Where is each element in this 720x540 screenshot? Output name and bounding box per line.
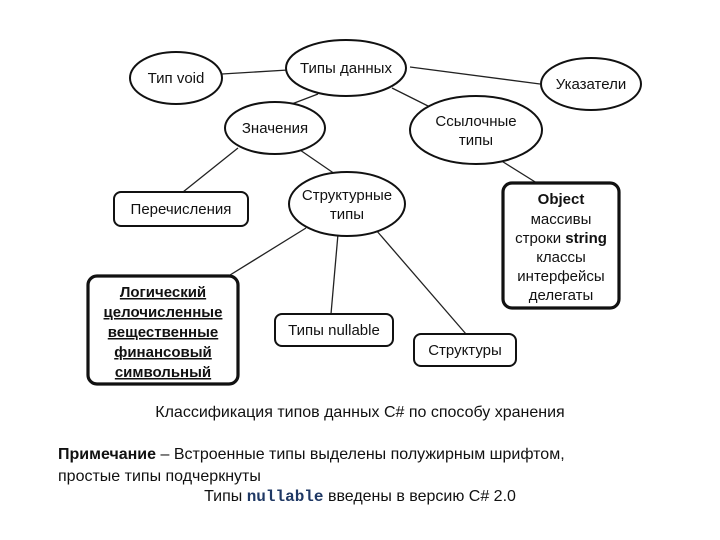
node-reference-box: Object массивы строки string классы инте… <box>501 181 621 310</box>
version-keyword: nullable <box>246 488 324 506</box>
note-block: Примечание – Встроенные типы выделены по… <box>58 444 698 488</box>
version-note: Типы nullable введены в версию C# 2.0 <box>0 488 720 506</box>
node-values: Значения <box>224 101 326 155</box>
simple-box-logical: Логический <box>120 284 206 301</box>
version-prefix: Типы <box>204 488 247 505</box>
reference-box-classes: классы <box>536 249 586 266</box>
node-reference-types-label-1: Ссылочные <box>435 113 516 130</box>
node-struct-types-label-2: типы <box>330 206 364 223</box>
node-void-type: Тип void <box>129 51 223 105</box>
node-values-label: Значения <box>242 120 308 137</box>
node-nullable-types-shape <box>274 313 394 347</box>
edge-data-types-pointers <box>409 66 541 85</box>
reference-box-strings: строки string <box>515 230 607 247</box>
note-text-line1: – Встроенные типы выделены полужирным шр… <box>156 446 565 463</box>
edge-struct-simple <box>221 227 307 281</box>
node-structures-shape <box>413 333 517 367</box>
node-struct-types-label-1: Структурные <box>302 187 392 204</box>
edge-data-types-void <box>221 69 289 75</box>
simple-box-integer: целочисленные <box>104 304 223 321</box>
node-reference-types: Ссылочные типы <box>409 95 543 165</box>
node-values-shape <box>224 101 326 155</box>
node-data-types: Типы данных <box>285 39 407 97</box>
note-label: Примечание <box>58 446 157 463</box>
version-suffix: введены в версию C# 2.0 <box>323 488 516 505</box>
node-reference-types-label-2: типы <box>459 132 493 149</box>
node-nullable-types-label: Типы nullable <box>288 322 380 339</box>
note-line-2: простые типы подчеркнуты <box>58 468 261 485</box>
reference-box-delegates: делегаты <box>529 287 594 304</box>
node-reference-types-shape <box>409 95 543 165</box>
edge-struct-structures <box>375 229 467 335</box>
simple-box-char: символьный <box>115 364 211 381</box>
type-classification-diagram: Тип void Типы данных Указатели Значения … <box>86 39 642 386</box>
node-enumerations: Перечисления <box>113 191 249 227</box>
diagram-edges <box>177 66 541 335</box>
reference-box-arrays: массивы <box>531 211 592 228</box>
node-void-type-label: Тип void <box>148 70 205 87</box>
node-struct-types-shape <box>288 171 406 237</box>
node-enumerations-shape <box>113 191 249 227</box>
node-simple-types-box-shape <box>86 274 240 386</box>
reference-box-object: Object <box>538 191 585 208</box>
edge-values-struct <box>299 149 336 175</box>
node-pointers-label: Указатели <box>556 76 627 93</box>
node-struct-types: Структурные типы <box>288 171 406 237</box>
node-structures: Структуры <box>413 333 517 367</box>
node-reference-box-shape <box>501 181 621 310</box>
node-simple-types-box: Логический целочисленные вещественные фи… <box>86 274 240 386</box>
diagram-caption: Классификация типов данных C# по способу… <box>155 404 565 421</box>
node-pointers-shape <box>540 57 642 111</box>
node-data-types-shape <box>285 39 407 97</box>
note-line-1: Примечание – Встроенные типы выделены по… <box>58 444 698 466</box>
node-void-type-shape <box>129 51 223 105</box>
edge-values-enumerations <box>177 147 239 197</box>
node-enumerations-label: Перечисления <box>131 201 232 218</box>
reference-box-interfaces: интерфейсы <box>517 268 604 285</box>
simple-box-financial: финансовый <box>114 344 212 361</box>
node-pointers: Указатели <box>540 57 642 111</box>
node-nullable-types: Типы nullable <box>274 313 394 347</box>
node-data-types-label: Типы данных <box>300 60 392 77</box>
edge-struct-nullable <box>330 233 339 315</box>
simple-box-real: вещественные <box>108 324 219 341</box>
node-structures-label: Структуры <box>428 342 502 359</box>
edge-reference-object <box>499 159 541 186</box>
